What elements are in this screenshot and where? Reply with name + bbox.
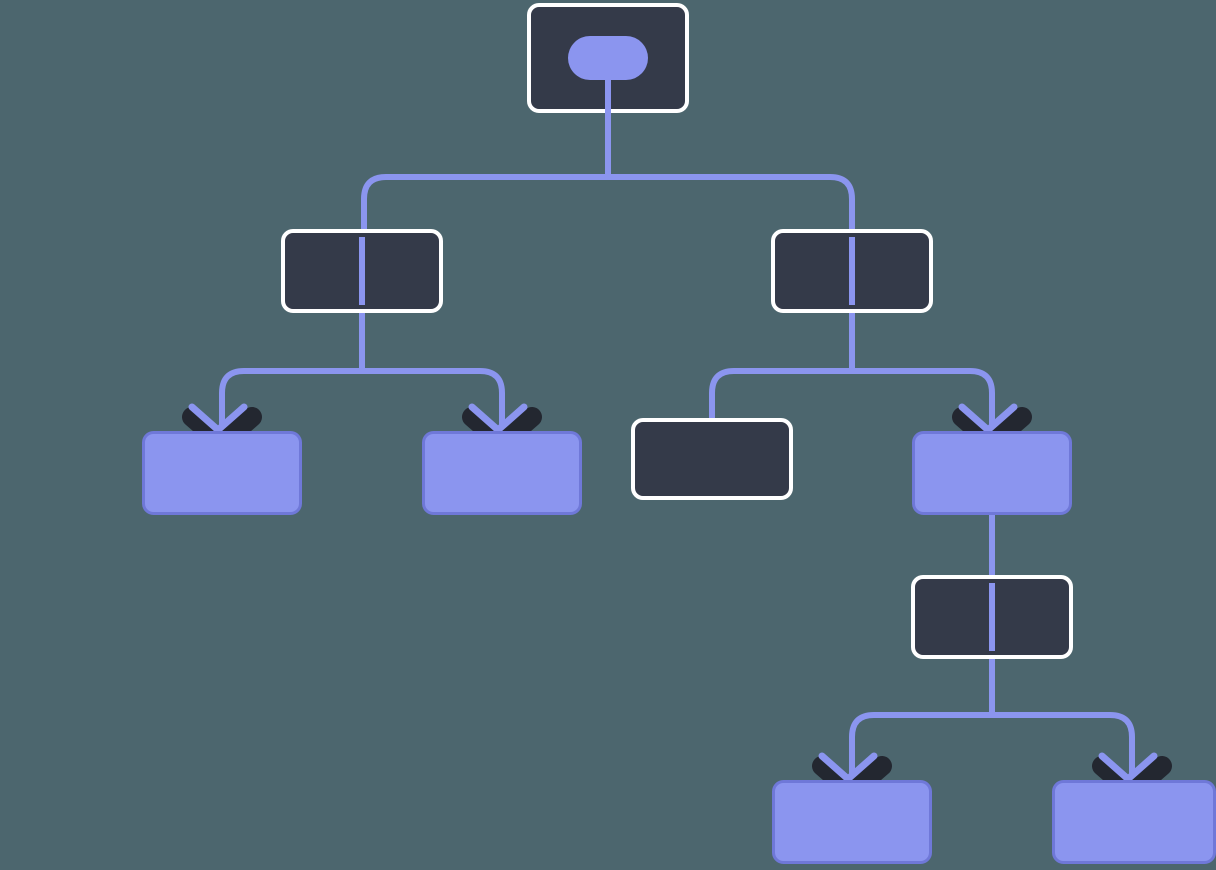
arrowhead-leaf-e-light (818, 752, 878, 784)
branch-node-d-box[interactable] (912, 431, 1072, 515)
edge-level2-right-to-branch-d[interactable] (849, 313, 995, 431)
leaf-node-e-box[interactable] (772, 780, 932, 864)
arrowhead-leaf-f-light (1098, 752, 1158, 784)
edge-level2-left-to-leaf-b[interactable] (359, 313, 505, 431)
leaf-node-f-box[interactable] (1052, 780, 1216, 864)
through-lines-layer (359, 237, 995, 651)
edge-root-to-level2-left[interactable] (361, 113, 612, 229)
nodes-layer (142, 3, 1216, 864)
level3-dark-node[interactable] (631, 418, 793, 500)
root-pill-glyph (568, 36, 648, 80)
arrowhead-leaf-a-light (188, 403, 248, 435)
leaf-node-e[interactable] (772, 780, 932, 864)
edge-level2-right-to-level3-dark[interactable] (709, 313, 855, 418)
leaf-node-a[interactable] (142, 431, 302, 515)
leaf-node-b[interactable] (422, 431, 582, 515)
branch-node-d[interactable] (912, 431, 1072, 515)
edge-level4-to-leaf-e[interactable] (849, 659, 995, 780)
root-node[interactable] (527, 3, 689, 113)
leaf-node-f[interactable] (1052, 780, 1216, 864)
edge-root-to-level2-right[interactable] (605, 113, 855, 229)
edge-level4-to-leaf-f[interactable] (989, 659, 1135, 780)
leaf-node-b-box[interactable] (422, 431, 582, 515)
leaf-node-a-box[interactable] (142, 431, 302, 515)
arrowhead-leaf-b-light (468, 403, 528, 435)
arrowhead-branch-d-light (958, 403, 1018, 435)
edges-layer (219, 113, 1135, 780)
level3-dark-node-box[interactable] (631, 418, 793, 500)
edge-level2-left-to-leaf-a[interactable] (219, 313, 365, 431)
